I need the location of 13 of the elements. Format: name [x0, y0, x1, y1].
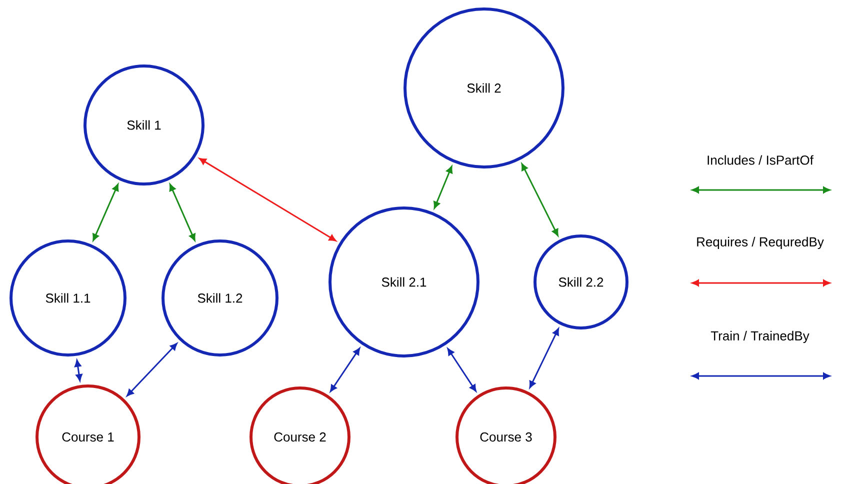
arrow: [126, 343, 178, 396]
arrow: [169, 184, 196, 241]
arrow: [330, 348, 360, 392]
arrow: [447, 348, 476, 392]
legend-label: Train / TrainedBy: [710, 330, 810, 344]
arrow: [199, 158, 336, 242]
arrow: [74, 360, 82, 382]
arrow: [529, 328, 560, 388]
arrow: [92, 184, 119, 241]
legend-label: Includes / IsPartOf: [708, 155, 814, 165]
arrow: [434, 166, 453, 209]
arrow: [521, 163, 558, 236]
legend-label: Requires / RequredBy: [697, 236, 824, 250]
